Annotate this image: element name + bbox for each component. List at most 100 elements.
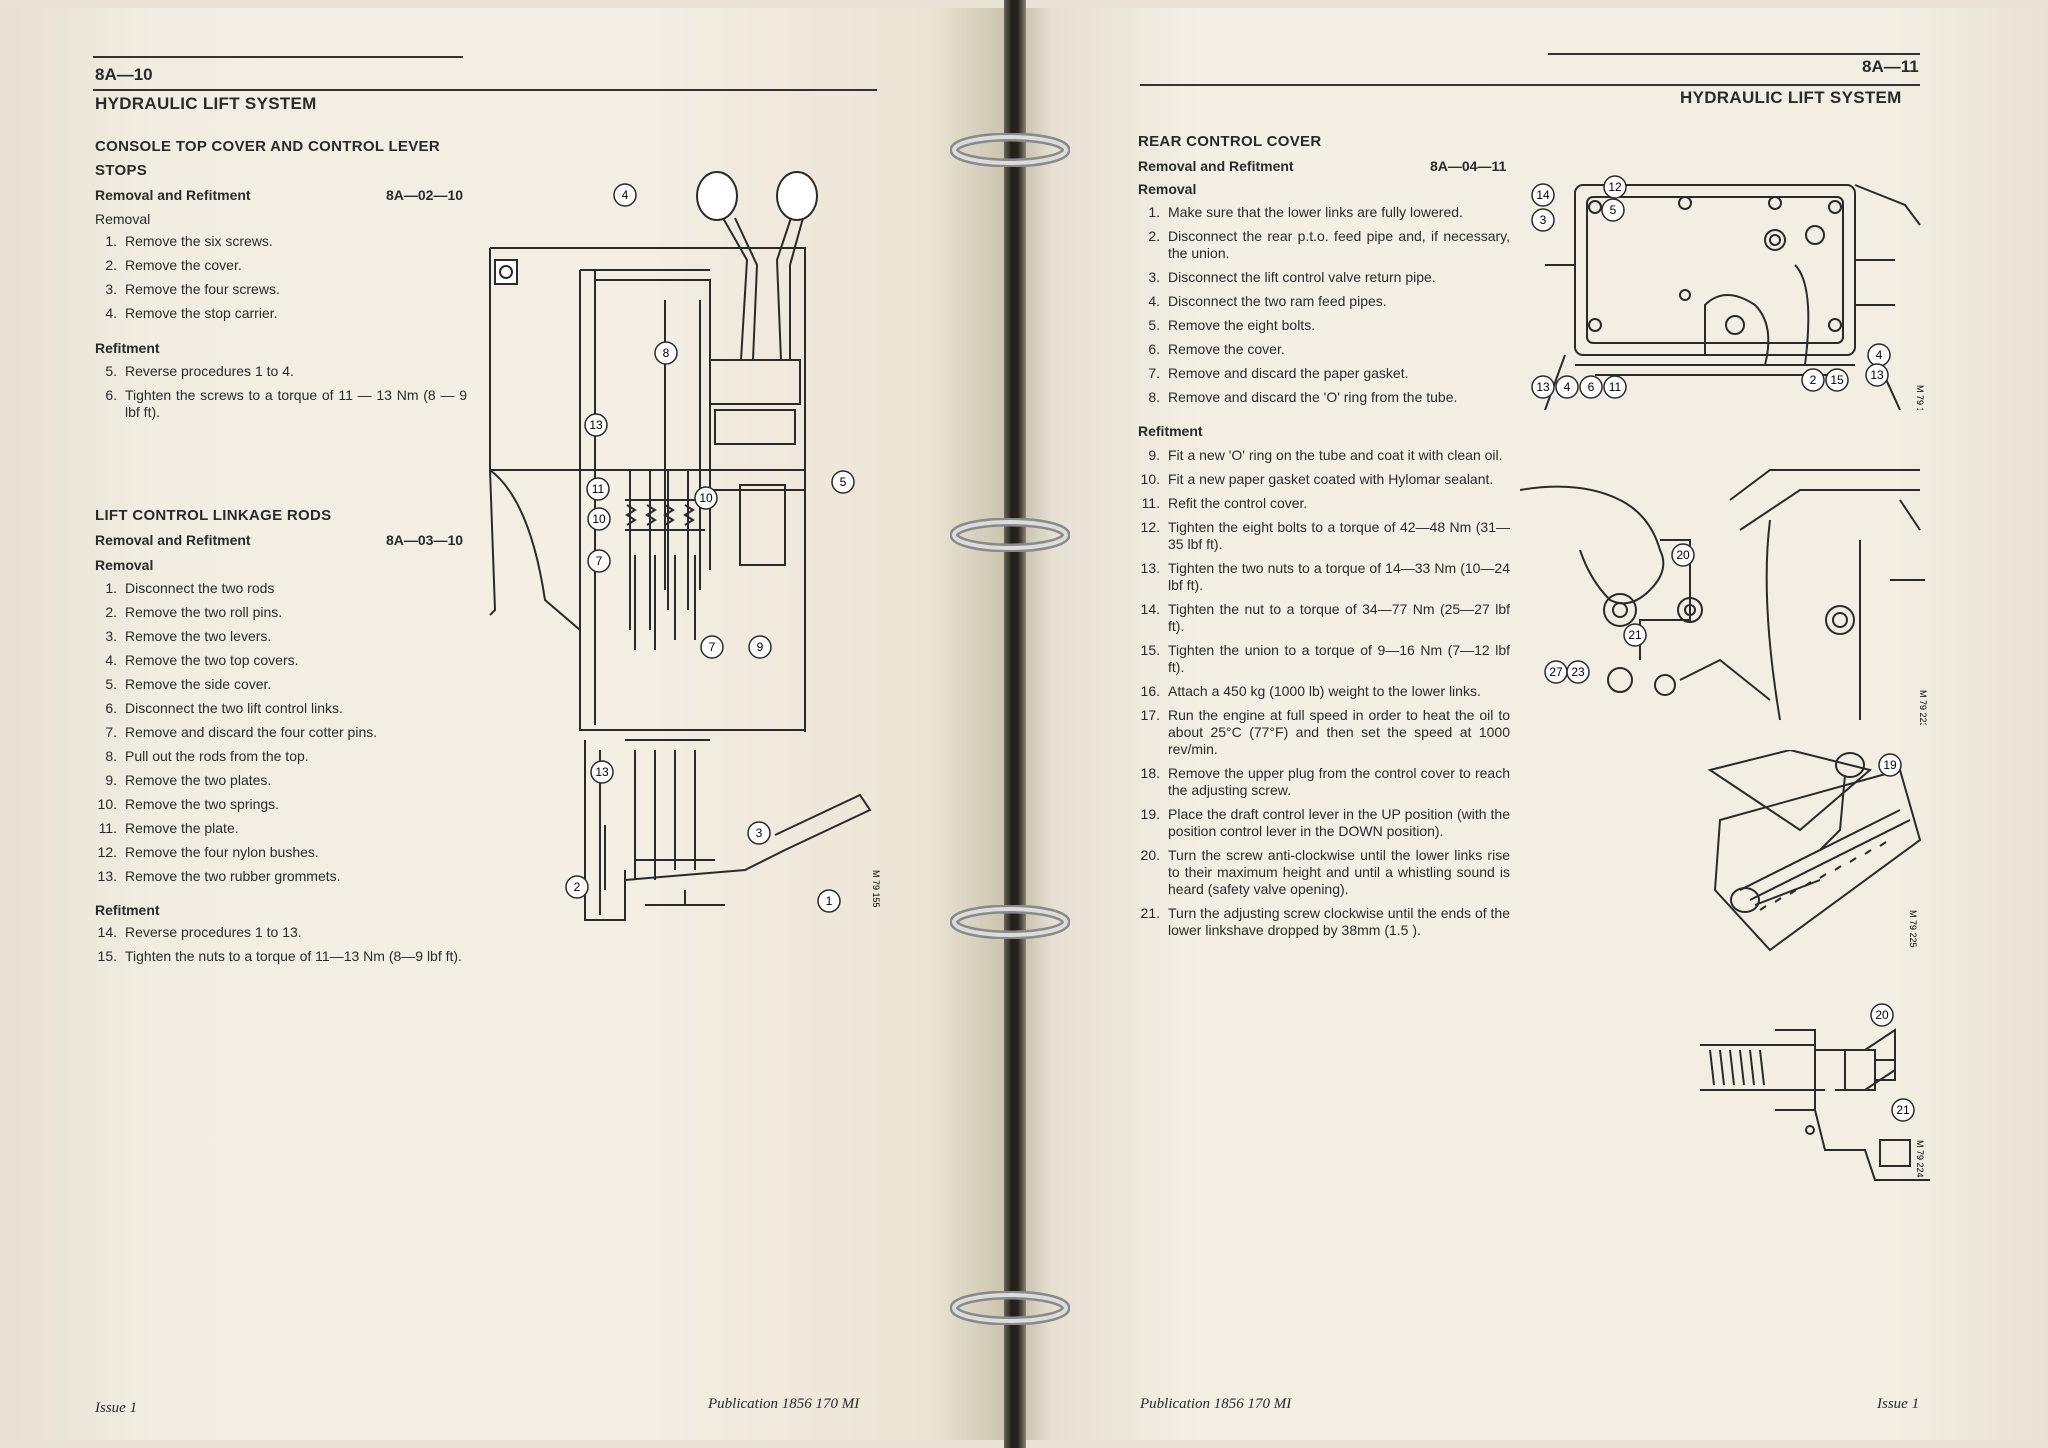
left-page xyxy=(0,8,1010,1440)
procedure-step: 11.Refit the control cover. xyxy=(1138,495,1510,512)
callout-label: 19 xyxy=(1883,758,1897,772)
binder-ring-3 xyxy=(950,905,1070,939)
step-number: 8. xyxy=(1148,389,1160,405)
procedure-step: 8.Pull out the rods from the top. xyxy=(95,748,467,765)
callout-label: 12 xyxy=(1608,180,1622,194)
step-text: Tighten the screws to a torque of 11 — 1… xyxy=(125,387,467,420)
step-text: Remove the cover. xyxy=(1168,341,1285,357)
step-number: 3. xyxy=(105,281,117,297)
callout-label: 11 xyxy=(592,482,605,496)
procedure-step: 14.Reverse procedures 1 to 13. xyxy=(95,924,467,941)
callout-label: 20 xyxy=(1875,1008,1889,1022)
step-number: 2. xyxy=(105,604,117,620)
console-cover-removal-label: Removal xyxy=(95,211,151,227)
callout-circle xyxy=(584,413,608,437)
callout-label: 23 xyxy=(1571,665,1585,679)
procedure-step: 3. Remove the four screws. xyxy=(95,281,467,298)
callout-circle xyxy=(587,549,611,573)
step-text: Turn the adjusting screw clockwise until… xyxy=(1168,905,1510,938)
callout-circle xyxy=(1579,375,1603,399)
console-cover-ref-code: 8A—02—10 xyxy=(386,187,464,203)
callout-label: 2 xyxy=(1810,373,1817,387)
step-number: 17. xyxy=(1140,707,1160,723)
step-number: 1. xyxy=(105,233,117,249)
step-text: Remove the four screws. xyxy=(125,281,280,297)
step-text: Remove the upper plug from the control c… xyxy=(1168,765,1510,798)
procedure-step: 8. Remove and discard the 'O' ring from t… xyxy=(1138,389,1510,406)
console-cover-refitment-steps: 5.Reverse procedures 1 to 4.6.Tighten th… xyxy=(95,363,467,428)
procedure-step: 3.Remove the two levers. xyxy=(95,628,467,645)
rear-cover-removal-label: Removal xyxy=(1138,181,1197,197)
left-header-title: HYDRAULIC LIFT SYSTEM xyxy=(95,94,317,113)
step-text: Remove the plate. xyxy=(125,820,239,836)
callout-circle xyxy=(694,486,718,510)
step-text: Fit a new 'O' ring on the tube and coat … xyxy=(1168,447,1503,463)
procedure-step: 7.Remove and discard the four cotter pin… xyxy=(95,724,467,741)
left-page-number: 8A—10 xyxy=(95,65,153,84)
callout-circle xyxy=(1865,363,1889,387)
callout-circle xyxy=(831,470,855,494)
procedure-step: 6.Disconnect the two lift control links. xyxy=(95,700,467,717)
procedure-step: 2.Remove the cover. xyxy=(95,257,467,274)
rear-cover-ref-code: 8A—04—11 xyxy=(1430,158,1507,174)
rear-cover-removal-steps: 1. Make sure that the lower links are ful… xyxy=(1138,204,1510,413)
step-text: Remove the two levers. xyxy=(125,628,272,644)
step-number: 5. xyxy=(105,676,117,692)
procedure-step: 1.Disconnect the two rods xyxy=(95,580,467,597)
linkage-rods-subtitle: Removal and Refitment xyxy=(95,532,251,548)
callout-label: 13 xyxy=(1870,368,1884,382)
right-page xyxy=(1012,8,2048,1440)
step-text: Pull out the rods from the top. xyxy=(125,748,309,764)
procedure-step: 13.Tighten the two nuts to a torque of 1… xyxy=(1138,560,1510,594)
rear-cover-title: REAR CONTROL COVER xyxy=(1138,133,1322,150)
left-header-rule xyxy=(93,89,877,91)
callout-circle xyxy=(1555,375,1579,399)
step-number: 6. xyxy=(105,387,117,403)
step-text: Remove and discard the 'O' ring from the… xyxy=(1168,389,1458,405)
step-number: 7. xyxy=(1148,365,1160,381)
callout-circle xyxy=(1671,543,1695,567)
procedure-step: 10.Remove the two springs. xyxy=(95,796,467,813)
step-text: Remove and discard the paper gasket. xyxy=(1168,365,1409,381)
procedure-step: 11.Remove the plate. xyxy=(95,820,467,837)
procedure-step: 4.Remove the two top covers. xyxy=(95,652,467,669)
callout-label: 2 xyxy=(574,880,581,894)
step-text: Run the engine at full speed in order to… xyxy=(1168,707,1510,757)
step-text: Tighten the two nuts to a torque of 14—3… xyxy=(1168,560,1510,593)
rear-cover-refitment-label: Refitment xyxy=(1138,423,1203,439)
procedure-step: 3.Disconnect the lift control valve retu… xyxy=(1138,269,1510,286)
step-number: 1. xyxy=(1148,204,1160,220)
callout-label: 5 xyxy=(840,475,847,489)
callout-label: 3 xyxy=(756,826,763,840)
procedure-step: 6. Tighten the screws to a torque of 11 —… xyxy=(95,387,467,421)
right-header-top-rule xyxy=(1548,53,1920,55)
step-number: 9. xyxy=(1148,447,1160,463)
step-text: Reverse procedures 1 to 13. xyxy=(125,924,302,940)
step-number: 3. xyxy=(1148,269,1160,285)
procedure-step: 12.Remove the four nylon bushes. xyxy=(95,844,467,861)
procedure-step: 16.Attach a 450 kg (1000 lb) weight to t… xyxy=(1138,683,1510,700)
console-cover-title-line2: STOPS xyxy=(95,162,148,179)
step-text: Fit a new paper gasket coated with Hylom… xyxy=(1168,471,1494,487)
step-number: 11. xyxy=(1141,495,1160,511)
step-text: Make sure that the lower links are fully… xyxy=(1168,204,1463,220)
step-text: Remove the two roll pins. xyxy=(125,604,283,620)
procedure-step: 5.Remove the eight bolts. xyxy=(1138,317,1510,334)
step-number: 10. xyxy=(1140,471,1160,487)
procedure-step: 4.Remove the stop carrier. xyxy=(95,305,467,322)
step-text: Remove the two plates. xyxy=(125,772,272,788)
callout-label: 1 xyxy=(826,894,833,908)
binder-ring-4 xyxy=(950,1291,1070,1325)
step-number: 14. xyxy=(1140,601,1160,617)
step-text: Remove the side cover. xyxy=(125,676,272,692)
procedure-step: 1. Make sure that the lower links are ful… xyxy=(1138,204,1510,221)
step-number: 9. xyxy=(105,772,117,788)
linkage-rods-ref-code: 8A—03—10 xyxy=(386,532,464,548)
callout-circle xyxy=(586,477,610,501)
console-cover-refitment-label: Refitment xyxy=(95,340,160,356)
callout-label: 14 xyxy=(1536,188,1550,202)
right-page-number: 8A—11 xyxy=(1862,57,1919,76)
step-text: Tighten the union to a torque of 9—16 Nm… xyxy=(1168,642,1510,675)
callout-label: 11 xyxy=(1609,380,1622,394)
callout-circle xyxy=(1870,1003,1894,1027)
